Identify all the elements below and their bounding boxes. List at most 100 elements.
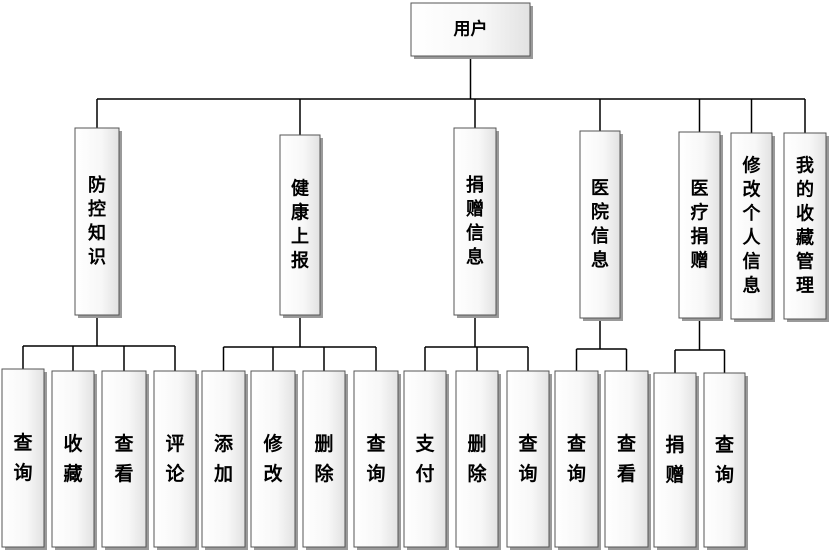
box-frame	[554, 370, 599, 548]
module-label-4-char: 信	[591, 225, 609, 247]
module-label-7-char: 管	[796, 251, 814, 273]
box-frame	[201, 370, 246, 548]
leaf-node-5-2: 查询	[703, 372, 748, 550]
leaf-label-char: 询	[518, 462, 537, 485]
leaf-label-char: 支	[414, 433, 435, 455]
box-frame	[302, 370, 346, 548]
module-label-6-char: 个	[742, 203, 762, 225]
module-label-2-char: 健	[291, 178, 309, 200]
box-frame	[653, 372, 697, 548]
box-frame	[403, 370, 447, 548]
box-frame	[730, 132, 773, 320]
leaf-node-3-3: 查询	[506, 370, 552, 550]
leaf-label-char: 评	[165, 433, 184, 455]
leaf-label-char: 询	[13, 461, 32, 484]
leaf-label-char: 删	[467, 433, 486, 455]
leaf-label-char: 论	[165, 462, 185, 485]
leaf-label-char: 查	[12, 431, 33, 454]
module-label-7-char: 我	[796, 156, 814, 177]
module-label-2-char: 上	[291, 227, 309, 248]
root-node-user: 用户	[410, 2, 533, 59]
module-label-4-char: 息	[591, 249, 609, 271]
module-label-6-char: 改	[743, 179, 762, 201]
leaf-node-4-2: 查看	[604, 370, 651, 550]
box-frame	[74, 127, 120, 316]
leaf-label-char: 查	[616, 432, 637, 455]
module-label-1-char: 防	[88, 174, 106, 196]
module-label-2-char: 报	[291, 250, 309, 272]
module-label-5-char: 医	[691, 179, 709, 200]
leaf-label-char: 付	[415, 462, 434, 485]
leaf-label-char: 看	[113, 463, 133, 485]
leaf-label-char: 删	[314, 433, 333, 455]
leaf-node-1-2: 收藏	[51, 370, 97, 550]
box-frame	[250, 370, 296, 548]
leaf-label-char: 加	[213, 463, 233, 485]
leaf-node-2-1: 添加	[201, 370, 248, 550]
module-label-5-char: 捐	[691, 226, 709, 248]
leaf-node-2-3: 删除	[302, 370, 348, 550]
module-label-1-char: 知	[88, 222, 106, 244]
box-frame	[279, 134, 321, 316]
leaf-node-1-3: 查看	[101, 370, 149, 550]
module-label-6-char: 人	[743, 228, 762, 249]
leaf-label-char: 看	[616, 463, 636, 485]
module-label-5-char: 疗	[691, 202, 709, 224]
box-frame	[453, 127, 497, 316]
root-label: 用户	[454, 19, 488, 40]
leaf-label-char: 赠	[665, 463, 684, 486]
leaf-label-char: 修	[262, 432, 283, 455]
leaf-label-char: 询	[715, 463, 734, 486]
leaf-label-char: 添	[214, 432, 234, 455]
module-label-4-char: 院	[591, 201, 609, 223]
leaf-label-char: 除	[314, 462, 334, 485]
leaf-node-3-1: 支付	[403, 370, 449, 550]
leaf-node-4-1: 查询	[554, 370, 601, 550]
module-label-7-char: 收	[796, 203, 814, 225]
leaf-node-2-2: 修改	[250, 370, 298, 550]
box-frame	[703, 372, 746, 548]
box-frame	[101, 370, 147, 548]
box-frame	[455, 370, 499, 548]
module-label-2-char: 康	[291, 202, 310, 224]
box-frame	[506, 370, 550, 548]
module-label-3-char: 息	[466, 246, 484, 268]
leaf-label-char: 除	[467, 462, 487, 485]
box-frame	[153, 370, 197, 548]
leaf-node-1-4: 评论	[153, 370, 199, 550]
leaf-node-2-4: 查询	[353, 370, 401, 550]
box-frame	[51, 370, 95, 548]
leaf-label-char: 捐	[665, 434, 684, 456]
leaf-label-char: 查	[714, 433, 735, 456]
module-label-3-char: 信	[466, 222, 484, 244]
box-frame	[783, 132, 827, 320]
module-label-7-char: 理	[796, 276, 814, 297]
module-label-7-char: 的	[796, 179, 814, 201]
box-frame	[604, 370, 649, 548]
module-label-6-char: 息	[743, 275, 761, 297]
connector-lines	[22, 56, 806, 373]
leaf-node-3-2: 删除	[455, 370, 501, 550]
box-frame	[678, 131, 721, 319]
leaf-label-char: 查	[566, 432, 587, 455]
leaf-label-char: 查	[113, 432, 134, 455]
leaf-label-char: 藏	[63, 462, 82, 485]
module-label-1-char: 识	[88, 247, 106, 268]
leaf-label-char: 查	[365, 432, 386, 455]
box-frame	[579, 130, 621, 319]
leaf-label-char: 询	[366, 462, 385, 485]
box-frame	[1, 368, 45, 548]
module-label-1-char: 控	[88, 198, 106, 220]
module-label-3-char: 赠	[466, 198, 484, 220]
leaf-label-char: 改	[263, 462, 283, 485]
module-label-7-char: 藏	[796, 228, 814, 249]
